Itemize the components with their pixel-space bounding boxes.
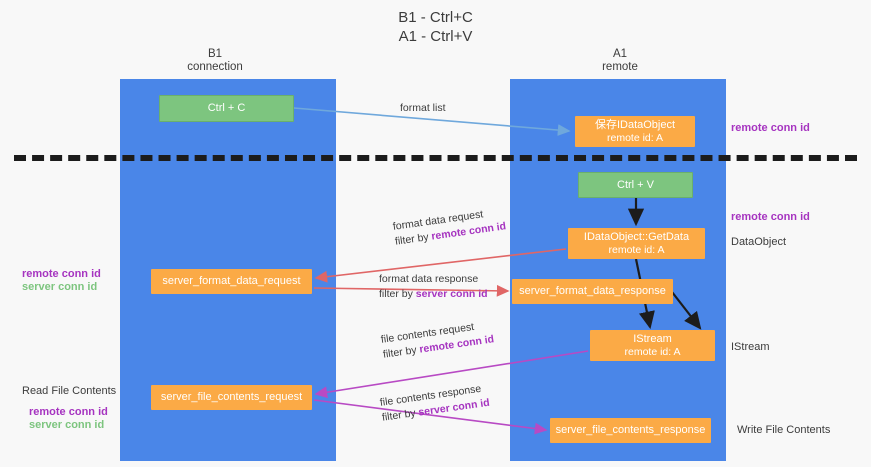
node-label: server_format_data_request	[162, 275, 301, 287]
annotation-read-file-contents-block: Read File Contents remote conn id server…	[22, 385, 116, 432]
node-idataobject-getdata[interactable]: IDataObject::GetData remote id: A	[568, 228, 705, 259]
node-server-file-contents-response[interactable]: server_file_contents_response	[550, 418, 711, 443]
annotation-istream: IStream	[731, 341, 770, 353]
node-label: Ctrl + V	[617, 178, 654, 191]
node-sublabel: remote id: A	[608, 243, 665, 256]
phase-divider	[14, 155, 857, 161]
node-server-format-data-response[interactable]: server_format_data_response	[512, 279, 673, 304]
node-server-file-contents-request[interactable]: server_file_contents_request	[151, 385, 312, 410]
edge-filter-prefix: filter by	[394, 230, 433, 248]
column-header-b1: B1 connection	[187, 48, 243, 73]
annotation-write-file-contents: Write File Contents	[737, 424, 831, 436]
node-save-idataobject[interactable]: 保存IDataObject remote id: A	[575, 116, 695, 147]
connector-format-data-request	[314, 248, 567, 283]
edge-filter-row: filter by server conn id	[379, 287, 488, 302]
column-header-a1: A1 remote	[602, 48, 638, 73]
edge-filter-prefix: filter by	[381, 406, 420, 424]
node-label: 保存IDataObject	[594, 118, 676, 131]
node-server-format-data-request[interactable]: server_format_data_request	[151, 269, 312, 294]
edge-label-format-list: format list	[400, 101, 446, 116]
annotation-remote-conn-id-mid: remote conn id	[731, 211, 810, 223]
annotation-read-file-contents: Read File Contents	[22, 385, 117, 397]
annotation-server-conn-id: server conn id	[22, 281, 98, 293]
annotation-remote-conn-id-top: remote conn id	[731, 122, 810, 134]
node-ctrl-c[interactable]: Ctrl + C	[159, 95, 294, 122]
page-title: B1 - Ctrl+C A1 - Ctrl+V	[398, 9, 473, 45]
connector-format-list	[293, 107, 571, 136]
edge-label-format-data-response: format data response filter by server co…	[379, 272, 488, 302]
node-label: IStream	[633, 332, 672, 345]
annotation-dataobject: DataObject	[731, 236, 787, 248]
connector-format-data-response	[313, 284, 510, 297]
edge-filter-key: server conn id	[415, 288, 488, 300]
node-istream[interactable]: IStream remote id: A	[590, 330, 715, 361]
node-label: server_file_contents_request	[160, 391, 303, 403]
node-label: IDataObject::GetData	[583, 230, 690, 243]
edge-label-text: format data response	[379, 273, 479, 285]
node-ctrl-v[interactable]: Ctrl + V	[578, 172, 693, 198]
annotation-remote-conn-id: remote conn id	[22, 268, 101, 280]
connector-file-contents-request	[314, 350, 589, 399]
node-label: Ctrl + C	[207, 102, 246, 114]
annotation-remote-conn-id-2: remote conn id	[29, 406, 108, 418]
annotation-left-conn-ids: remote conn id server conn id	[22, 268, 101, 294]
connector-response-istream	[671, 291, 702, 330]
edge-label-text: format list	[400, 102, 446, 114]
node-label: server_format_data_response	[519, 285, 666, 297]
edge-filter-prefix: filter by	[379, 288, 416, 300]
node-sublabel: remote id: A	[624, 345, 681, 358]
annotation-server-conn-id-2: server conn id	[29, 419, 105, 431]
node-sublabel: remote id: A	[606, 131, 664, 144]
edge-filter-prefix: filter by	[382, 343, 421, 361]
node-label: server_file_contents_response	[555, 424, 706, 436]
connector-file-contents-response	[313, 399, 548, 435]
